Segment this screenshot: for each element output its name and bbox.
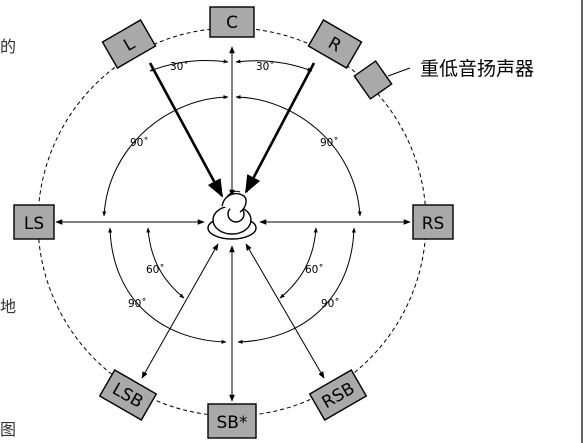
- arc-90-right: [235, 95, 362, 217]
- arc-60-right: [279, 227, 318, 299]
- speaker-left: L: [101, 19, 157, 69]
- speaker-center-label: C: [226, 13, 238, 33]
- arc-60-left: [146, 227, 185, 299]
- arc-90-left: [102, 95, 229, 217]
- angle-label-back-outer-left: 90˚: [128, 298, 147, 310]
- speaker-left-surround-label: LS: [24, 214, 44, 234]
- subwoofer-label: 重低音扬声器: [420, 58, 534, 80]
- angle-label-front-right: 30˚: [256, 61, 275, 73]
- speaker-right-surround-label: RS: [422, 214, 445, 234]
- listener-icon: [207, 190, 257, 240]
- subwoofer-pointer: [387, 67, 411, 77]
- subwoofer: [353, 60, 393, 100]
- angle-label-side-right: 90˚: [320, 137, 339, 149]
- edge-text-bottom: 图: [0, 420, 16, 439]
- angle-label-side-left: 90˚: [130, 137, 149, 149]
- speaker-right: R: [307, 19, 363, 69]
- speaker-left-surround-back: LSB: [98, 369, 158, 421]
- arc-90-back-left: [108, 227, 227, 344]
- arc-30-left: [149, 59, 229, 72]
- edge-text-mid: 地: [0, 297, 16, 316]
- speaker-left-surround: LS: [13, 204, 55, 240]
- speaker-center: C: [209, 6, 255, 38]
- edge-text-top: 的: [0, 37, 16, 56]
- arc-30-right: [235, 59, 313, 72]
- speaker-right-surround: RS: [412, 204, 454, 240]
- arc-90-back-right: [237, 227, 356, 344]
- angle-label-back-outer-right: 90˚: [321, 298, 340, 310]
- angle-label-back-inner-right: 60˚: [305, 264, 324, 276]
- speaker-right-surround-back: RSB: [308, 369, 368, 421]
- speaker-surround-back: SB*: [207, 403, 257, 439]
- angle-label-front-left: 30˚: [170, 61, 189, 73]
- speaker-surround-back-label: SB*: [217, 413, 248, 433]
- arrow-right-front: [244, 62, 316, 194]
- angle-label-back-inner-left: 60˚: [146, 264, 165, 276]
- arrow-left-front: [148, 62, 224, 198]
